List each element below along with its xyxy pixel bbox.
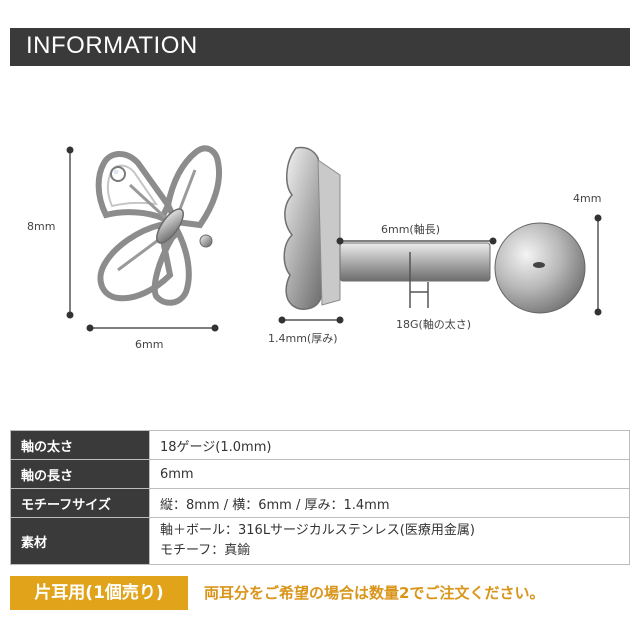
- butterfly-front-view: [95, 145, 222, 306]
- material-motif: モチーフ：真鍮: [160, 543, 251, 558]
- height-dim-label: 8mm: [27, 220, 55, 233]
- ball-dimension-line: 4mm: [573, 192, 602, 316]
- quantity-note: 両耳分をご希望の場合は数量2でご注文ください。: [204, 584, 545, 602]
- header-title: INFORMATION: [26, 32, 198, 59]
- ball-dim-label: 4mm: [573, 192, 601, 205]
- spec-label: 軸の長さ: [10, 459, 150, 489]
- spec-row-shaft-length: 軸の長さ 6mm: [10, 459, 630, 489]
- gauge-dimension-line: 18G(軸の太さ): [396, 252, 471, 331]
- spec-label: 軸の太さ: [10, 430, 150, 460]
- shaft-length-dimension-line: 6mm(軸長): [336, 222, 497, 245]
- spec-row-shaft-gauge: 軸の太さ 18ゲージ(1.0mm): [10, 430, 630, 460]
- thickness-dim-label: 1.4mm(厚み): [268, 332, 338, 345]
- promo-bar: 片耳用(1個売り) 両耳分をご希望の場合は数量2でご注文ください。: [10, 576, 630, 610]
- spec-label: モチーフサイズ: [10, 488, 150, 518]
- spec-row-material: 素材 軸＋ボール：316Lサージカルステンレス(医療用金属) モチーフ：真鍮: [10, 517, 630, 565]
- spec-value: 軸＋ボール：316Lサージカルステンレス(医療用金属) モチーフ：真鍮: [149, 517, 630, 565]
- gauge-dim-label: 18G(軸の太さ): [396, 317, 471, 331]
- spec-value: 縦：8mm / 横：6mm / 厚み：1.4mm: [149, 488, 630, 518]
- shaft-length-dim-label: 6mm(軸長): [381, 222, 440, 236]
- thickness-dimension-line: 1.4mm(厚み): [268, 316, 344, 345]
- material-shaft-ball: 軸＋ボール：316Lサージカルステンレス(医療用金属): [160, 523, 475, 538]
- spec-value: 18ゲージ(1.0mm): [149, 430, 630, 460]
- width-dimension-line: 6mm: [86, 324, 219, 351]
- height-dimension-line: 8mm: [27, 146, 74, 319]
- spec-value: 6mm: [149, 459, 630, 489]
- header-bar: INFORMATION: [10, 28, 630, 66]
- spec-table: 軸の太さ 18ゲージ(1.0mm) 軸の長さ 6mm モチーフサイズ 縦：8mm…: [10, 430, 630, 565]
- product-diagram: 8mm 6mm 1.4mm(厚み) 6mm(軸長) 18G(軸の太さ): [27, 145, 602, 351]
- spec-row-motif-size: モチーフサイズ 縦：8mm / 横：6mm / 厚み：1.4mm: [10, 488, 630, 518]
- single-ear-tag: 片耳用(1個売り): [10, 576, 188, 610]
- width-dim-label: 6mm: [135, 338, 163, 351]
- spec-label: 素材: [10, 517, 150, 565]
- barbell-side-view: [283, 146, 586, 314]
